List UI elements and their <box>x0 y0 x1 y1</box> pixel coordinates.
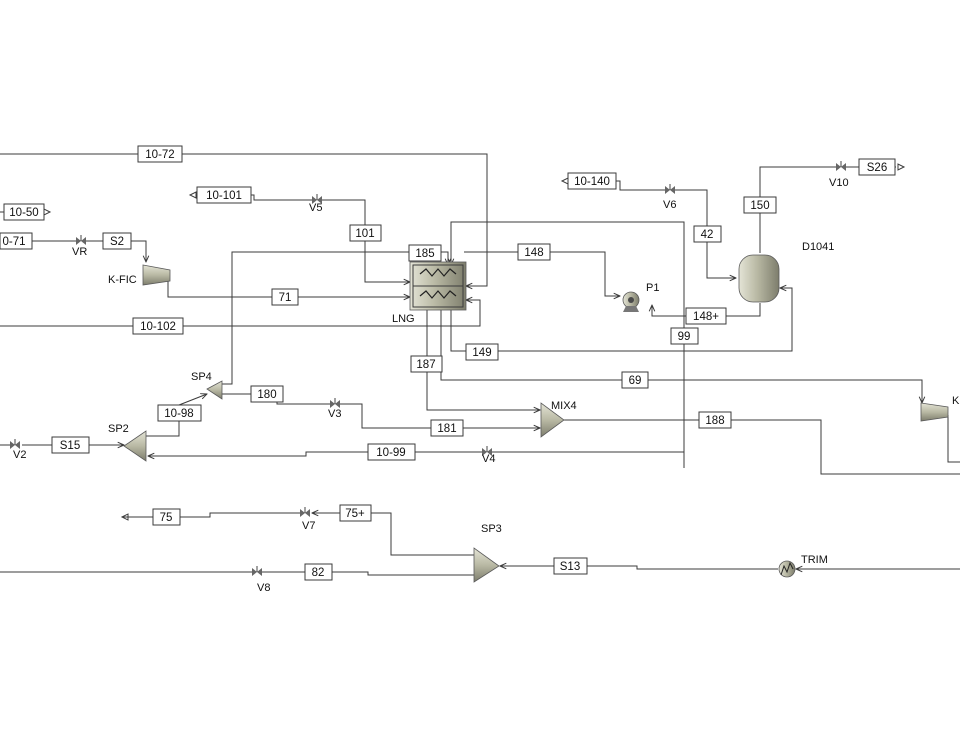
k-right-label: K <box>952 395 960 407</box>
k-right-compressor[interactable] <box>920 402 949 422</box>
stream-tag-42[interactable]: 42 <box>701 229 714 241</box>
stream-tag-10-102[interactable]: 10-102 <box>140 321 176 333</box>
v2-valve[interactable] <box>10 439 20 449</box>
v8-label: V8 <box>257 582 270 594</box>
sp3-label: SP3 <box>481 523 502 535</box>
stream-tag-s2[interactable]: S2 <box>110 236 124 248</box>
v2-label: V2 <box>13 449 26 461</box>
mix4-mixer[interactable] <box>540 402 565 438</box>
trim-label: TRIM <box>801 554 828 566</box>
sp3-splitter[interactable] <box>473 547 500 583</box>
terminal-markers <box>43 163 906 521</box>
v6-label: V6 <box>663 199 676 211</box>
v4-label: V4 <box>482 453 495 465</box>
d1041-vessel[interactable] <box>738 254 780 303</box>
lng-heat-exchanger[interactable] <box>409 261 467 311</box>
stream-tag-185[interactable]: 185 <box>415 248 434 260</box>
v3-label: V3 <box>328 408 341 420</box>
stream-tag-10-99[interactable]: 10-99 <box>376 447 405 459</box>
stream-tag-69[interactable]: 69 <box>629 375 642 387</box>
p1-label: P1 <box>646 282 659 294</box>
stream-tag-71[interactable]: 71 <box>279 292 292 304</box>
stream-tag-187[interactable]: 187 <box>416 359 435 371</box>
sp4-label: SP4 <box>191 371 212 383</box>
v8-valve[interactable] <box>252 566 262 576</box>
v4-valve[interactable] <box>482 446 492 456</box>
stream-tag-75-plus[interactable]: 75+ <box>345 508 365 520</box>
stream-tag-10-72[interactable]: 10-72 <box>145 149 174 161</box>
stream-tag-180[interactable]: 180 <box>257 389 276 401</box>
vr-valve[interactable] <box>76 235 86 245</box>
vr-label: VR <box>72 246 87 258</box>
stream-tag-10-98[interactable]: 10-98 <box>164 408 193 420</box>
stream-tag-148[interactable]: 148 <box>524 247 543 259</box>
stream-lines <box>0 153 960 576</box>
p1-pump[interactable] <box>622 291 640 312</box>
sp2-label: SP2 <box>108 423 129 435</box>
stream-tag-10-101[interactable]: 10-101 <box>206 190 242 202</box>
stream-tag-181[interactable]: 181 <box>437 423 456 435</box>
d1041-label: D1041 <box>802 241 834 253</box>
v10-label: V10 <box>829 177 849 189</box>
k-fic-compressor[interactable] <box>142 264 171 286</box>
stream-tag-149[interactable]: 149 <box>472 347 491 359</box>
trim-heater[interactable] <box>778 560 796 578</box>
mix4-label: MIX4 <box>551 400 577 412</box>
stream-tag-101[interactable]: 101 <box>355 228 374 240</box>
stream-tag-s15[interactable]: S15 <box>60 440 80 452</box>
v5-label: V5 <box>309 202 322 214</box>
stream-tag-188[interactable]: 188 <box>705 415 724 427</box>
stream-tag-s26[interactable]: S26 <box>867 162 887 174</box>
stream-tag-10-140[interactable]: 10-140 <box>574 176 610 188</box>
v10-valve[interactable] <box>836 161 846 171</box>
stream-tags: 10-72 10-101 10-50 0-71 S2 71 101 185 14… <box>0 145 896 581</box>
v3-valve[interactable] <box>330 398 340 408</box>
v7-valve[interactable] <box>300 507 310 517</box>
stream-tag-99[interactable]: 99 <box>678 331 691 343</box>
stream-tag-148-plus[interactable]: 148+ <box>693 311 719 323</box>
v7-label: V7 <box>302 520 315 532</box>
stream-tag-150[interactable]: 150 <box>750 200 769 212</box>
v6-valve[interactable] <box>665 184 675 194</box>
lng-label: LNG <box>392 313 415 325</box>
equipment-labels: V5 V6 V10 VR K-FIC LNG P1 D1041 SP4 SP2 … <box>13 177 960 594</box>
k-fic-label: K-FIC <box>108 274 137 286</box>
sp4-splitter[interactable] <box>206 380 223 400</box>
stream-tag-0-71[interactable]: 0-71 <box>2 236 25 248</box>
stream-tag-75[interactable]: 75 <box>160 512 173 524</box>
sp2-splitter[interactable] <box>123 430 147 462</box>
stream-tag-82[interactable]: 82 <box>312 567 325 579</box>
stream-tag-10-50[interactable]: 10-50 <box>9 207 38 219</box>
stream-tag-s13[interactable]: S13 <box>560 561 580 573</box>
v5-valve[interactable] <box>312 194 322 204</box>
